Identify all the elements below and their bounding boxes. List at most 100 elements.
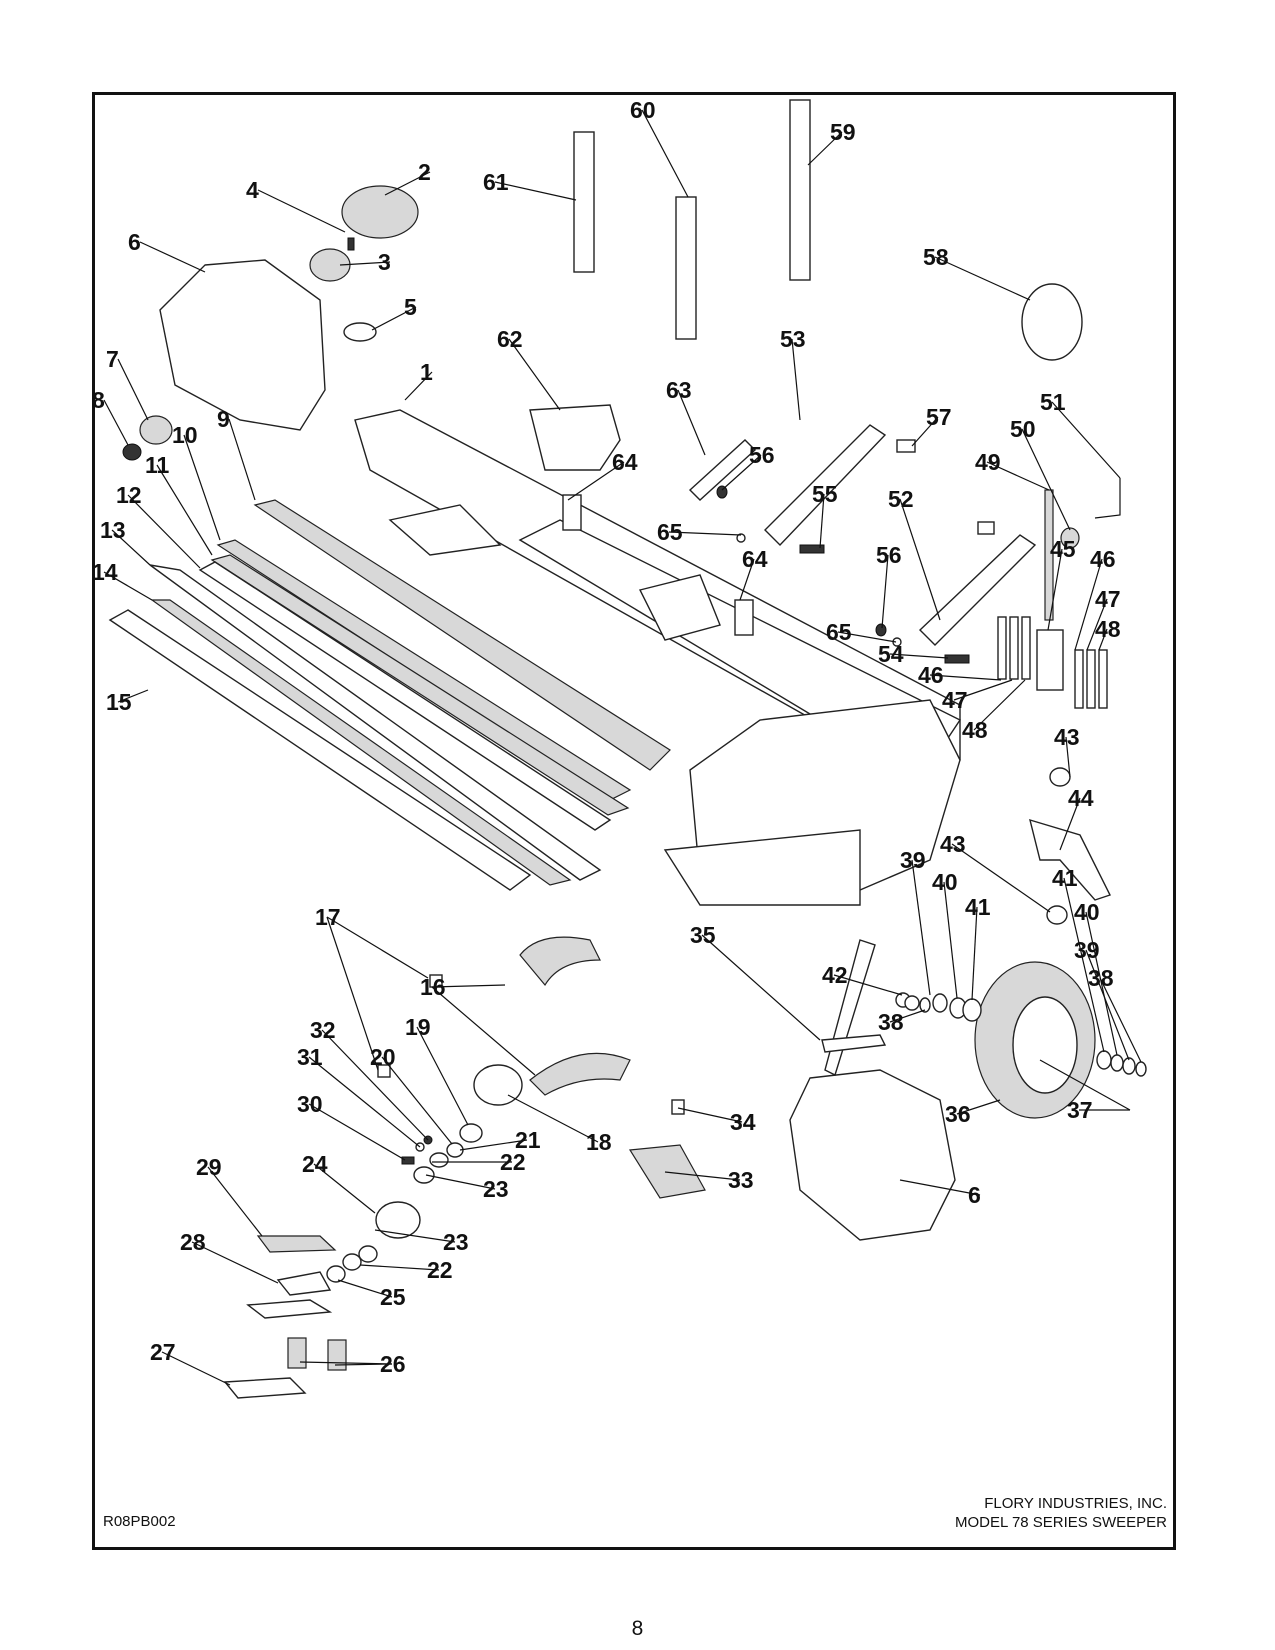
callout-62: 62 xyxy=(497,326,523,352)
callout-21: 21 xyxy=(515,1127,541,1153)
plate-33 xyxy=(628,1144,706,1199)
callout-6: 6 xyxy=(128,229,141,255)
plate-29 xyxy=(256,1235,337,1253)
leader-13 xyxy=(111,529,151,566)
race-2 xyxy=(429,1152,449,1168)
caster-sleeve xyxy=(1036,629,1064,691)
bolt xyxy=(347,237,355,251)
callout-labels: 1234566789101112131415161718192021222223… xyxy=(92,97,1121,1377)
callout-58: 58 xyxy=(923,244,949,270)
bracket-64b xyxy=(734,599,754,636)
callout-26: 26 xyxy=(380,1351,406,1377)
shim-48a xyxy=(1021,616,1031,680)
callout-50: 50 xyxy=(1010,416,1036,442)
wheel-arm xyxy=(824,939,876,1076)
crank-handle-base xyxy=(1060,527,1080,549)
grease-fitting-56a xyxy=(875,623,887,637)
callout-2: 2 xyxy=(418,159,431,185)
end-plate-top xyxy=(159,259,326,431)
leader-4 xyxy=(257,189,346,233)
leader-49 xyxy=(986,461,1050,491)
washer-38 xyxy=(919,997,931,1013)
callout-33: 33 xyxy=(728,1167,754,1193)
grease-fitting-56b xyxy=(716,485,728,499)
callout-23: 23 xyxy=(443,1229,469,1255)
parts-illustration xyxy=(108,99,1147,1399)
washer-39 xyxy=(932,993,948,1013)
leader-33 xyxy=(664,1171,741,1181)
bracket-28 xyxy=(246,1299,333,1319)
leader-17 xyxy=(326,916,429,979)
gasket xyxy=(343,322,377,342)
leader-62 xyxy=(508,338,561,411)
leader-43 xyxy=(951,843,1051,913)
leader-38 xyxy=(889,1009,926,1023)
race-22 xyxy=(342,1253,362,1271)
callout-60: 60 xyxy=(630,97,656,123)
bushing-57b xyxy=(977,521,995,535)
callout-43: 43 xyxy=(1054,724,1080,750)
spacer-43a xyxy=(1049,767,1071,787)
callout-65: 65 xyxy=(657,519,683,545)
leader-61 xyxy=(494,181,577,201)
leader-64 xyxy=(567,461,625,501)
leader-45 xyxy=(1047,548,1063,631)
callout-45: 45 xyxy=(1050,536,1076,562)
leader-17 xyxy=(326,916,379,1071)
callout-56: 56 xyxy=(876,542,902,568)
end-plate-bottom xyxy=(789,1069,956,1241)
gearbox xyxy=(341,185,419,239)
callout-36: 36 xyxy=(945,1101,971,1127)
callout-65: 65 xyxy=(826,619,852,645)
callout-19: 19 xyxy=(405,1014,431,1040)
callout-44: 44 xyxy=(1068,785,1094,811)
leader-41 xyxy=(1063,877,1105,1053)
callout-5: 5 xyxy=(404,294,417,320)
callout-31: 31 xyxy=(297,1044,323,1070)
leader-46 xyxy=(1074,558,1103,651)
leader-55 xyxy=(819,493,825,549)
pin-55 xyxy=(799,544,825,554)
leader-19 xyxy=(416,1026,469,1126)
frame-bracket xyxy=(388,504,502,556)
leader-36 xyxy=(956,1099,1001,1115)
leader-5 xyxy=(371,306,417,331)
sweep-bracket-upper xyxy=(519,936,601,987)
upright-61 xyxy=(573,131,595,273)
drawing-frame xyxy=(92,92,1176,1550)
leader-58 xyxy=(934,256,1031,301)
leader-31 xyxy=(308,1056,421,1148)
wheel-arm-foot xyxy=(821,1034,887,1053)
shim-46a xyxy=(997,616,1007,680)
callout-4: 4 xyxy=(246,177,259,203)
washer-65b xyxy=(736,533,746,543)
hitch-base-plate xyxy=(663,829,861,906)
leader-25 xyxy=(337,1279,393,1298)
callout-46: 46 xyxy=(1090,546,1116,572)
callout-38: 38 xyxy=(1088,965,1114,991)
nut-42b xyxy=(904,995,920,1011)
leader-64 xyxy=(739,558,755,601)
leader-16 xyxy=(431,986,536,1076)
shim-46b xyxy=(1074,649,1084,709)
leader-28 xyxy=(191,1241,279,1284)
bushing-26a xyxy=(287,1337,307,1369)
bushing xyxy=(122,443,142,461)
callout-16: 16 xyxy=(420,974,446,1000)
sweep-bracket-lower xyxy=(529,1052,631,1096)
page-number: 8 xyxy=(631,1617,644,1640)
callout-3: 3 xyxy=(378,249,391,275)
callout-7: 7 xyxy=(106,346,119,372)
leader-65 xyxy=(668,531,742,536)
leader-6 xyxy=(899,1179,981,1196)
bolt-30 xyxy=(401,1156,415,1165)
leader-24 xyxy=(313,1163,376,1214)
leader-23 xyxy=(374,1229,456,1243)
leader-54 xyxy=(889,653,949,659)
leader-21 xyxy=(459,1139,528,1151)
washer-39r xyxy=(1122,1057,1136,1075)
washer-41 xyxy=(962,998,982,1022)
callout-55: 55 xyxy=(812,481,838,507)
brush-bar-12 xyxy=(198,561,612,831)
callout-56: 56 xyxy=(749,442,775,468)
